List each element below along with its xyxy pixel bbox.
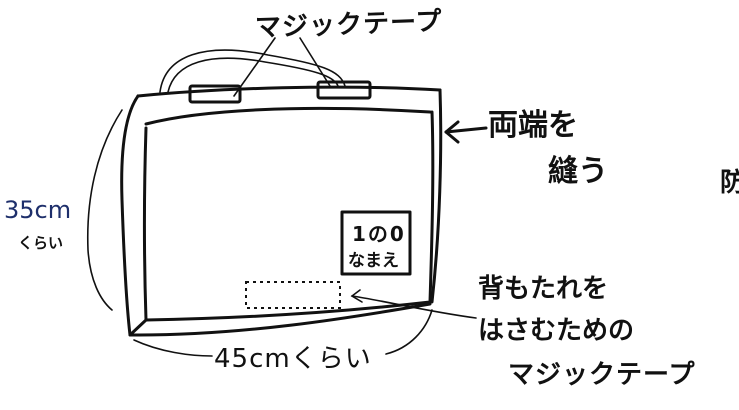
- height-dimension-label: 35cm: [4, 196, 72, 224]
- bag-right-seam: [430, 88, 443, 304]
- top-velcro-label: マジックテープ: [254, 6, 444, 44]
- bag-flap-fold: [144, 106, 432, 126]
- bag-bottom-edge: [128, 302, 432, 337]
- width-dimension-left: [133, 339, 213, 357]
- back-velcro-patch: [245, 281, 341, 309]
- cut-off-text: 防: [720, 168, 739, 198]
- height-approx-label: くらい: [18, 234, 64, 252]
- height-dimension-line: [86, 109, 123, 311]
- width-dimension-right: [385, 309, 433, 355]
- back-velcro-label-line1: 背もたれを: [478, 274, 609, 304]
- sew-ends-label-line2: 縫う: [548, 154, 608, 189]
- handle-loop-inner: [167, 57, 339, 93]
- handle-loop: [159, 49, 346, 93]
- top-velcro-patch-right: [316, 80, 372, 100]
- width-dimension-label: 45cmくらい: [214, 344, 372, 374]
- back-velcro-label-line3: マジックテープ: [508, 360, 696, 390]
- name-tag-box: [340, 210, 412, 276]
- sew-arrow-head: [444, 120, 460, 144]
- bag-top-edge: [136, 85, 442, 98]
- top-label-pointer-right: [299, 37, 331, 87]
- bag-front-panel: [143, 110, 435, 322]
- back-velcro-pointer-head: [350, 289, 363, 303]
- top-label-pointer-left: [233, 37, 276, 97]
- name-tag-line2: なまえ: [348, 251, 399, 271]
- back-velcro-label-line2: はさむための: [478, 316, 635, 346]
- top-velcro-patch-left: [188, 84, 242, 104]
- sew-ends-label-line1: 両端を: [488, 108, 578, 143]
- name-tag-line1: 1の0: [352, 222, 406, 246]
- sew-arrow: [444, 126, 488, 134]
- bag-left-side: [120, 94, 148, 337]
- back-velcro-pointer: [351, 295, 477, 319]
